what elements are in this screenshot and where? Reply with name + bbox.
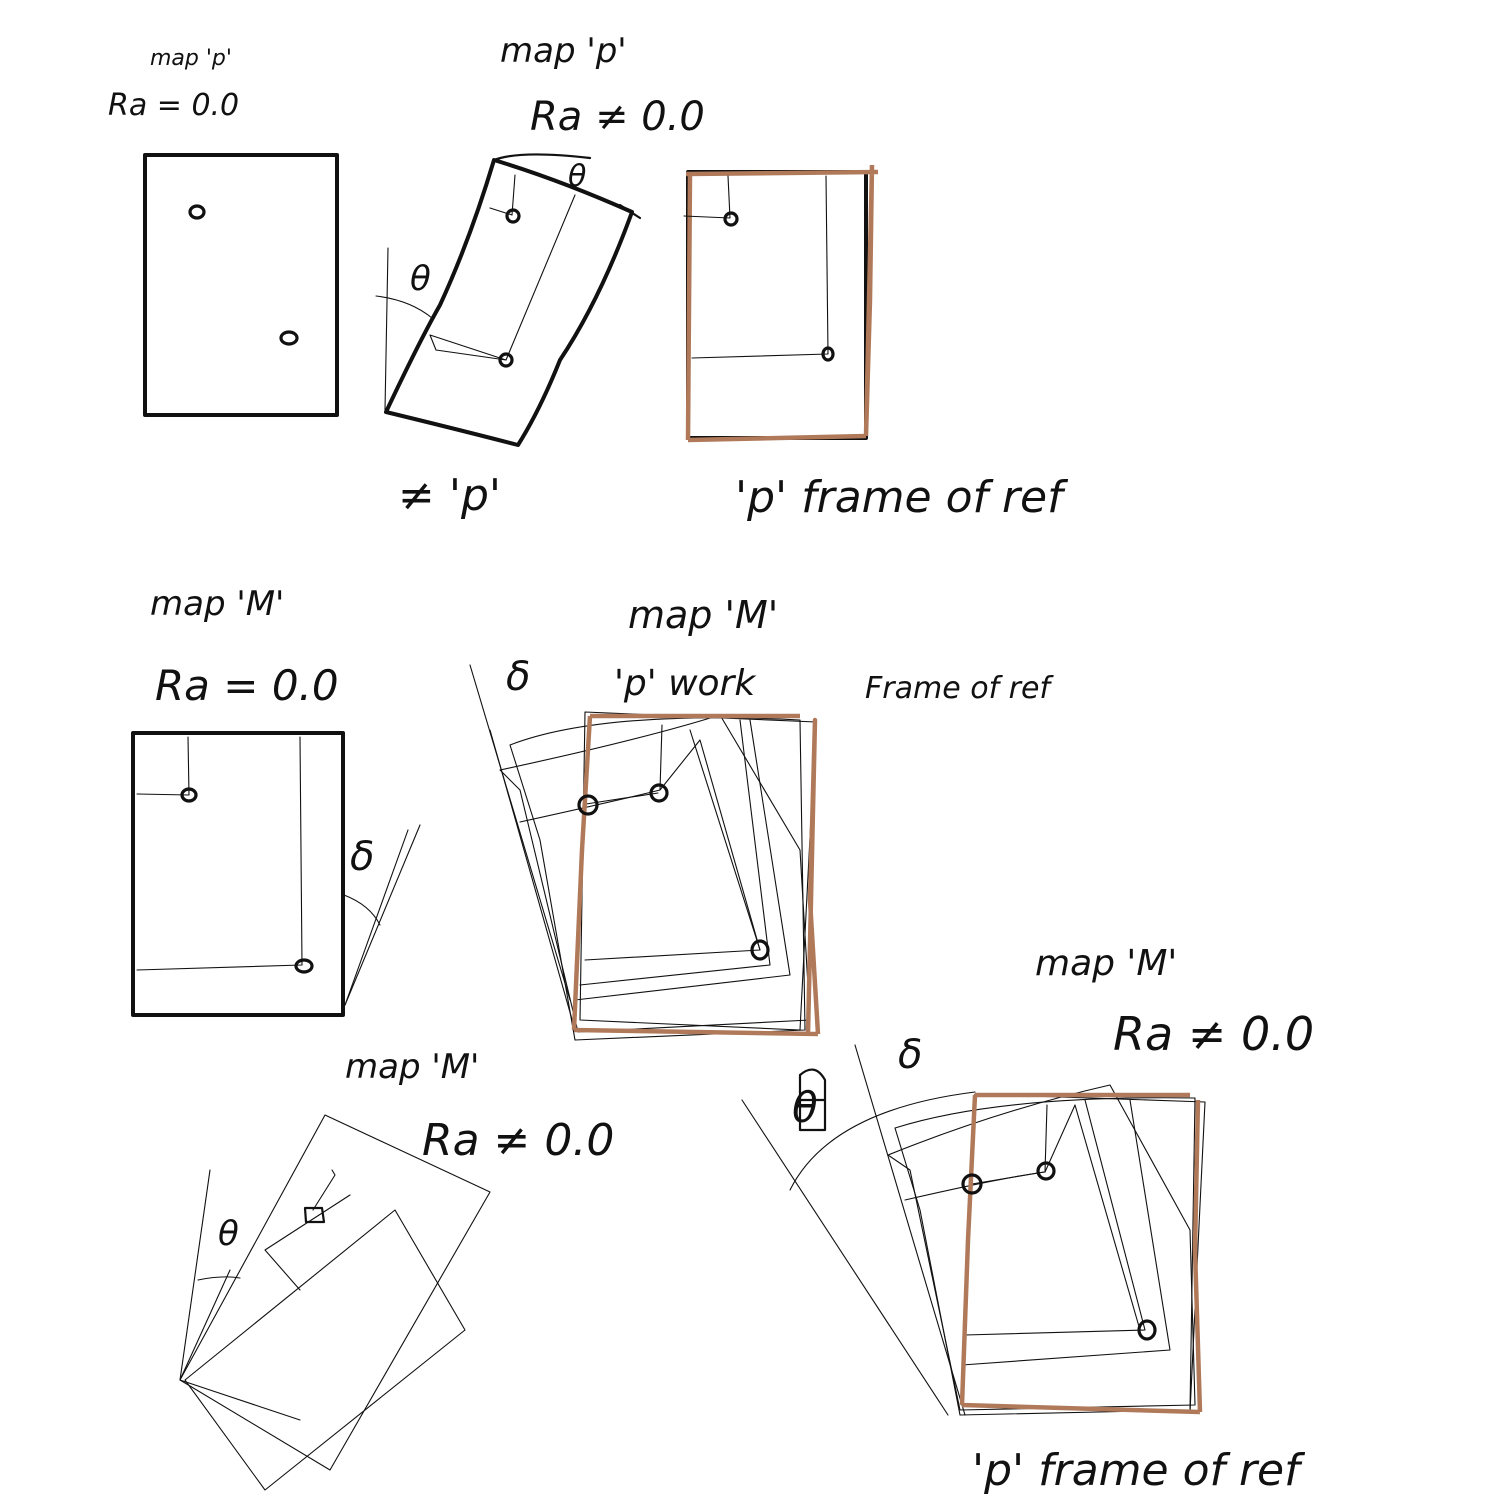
- caption-not-p: ≠ 'p': [398, 470, 501, 521]
- map-m-line-1: [137, 737, 189, 795]
- m4-inner-cross-4: [972, 1105, 1047, 1184]
- m2-angle-line-1: [470, 665, 570, 1000]
- m3-inner-line-1: [265, 1195, 350, 1290]
- map-m-point-b: [296, 960, 312, 972]
- caption-p-frame-of-ref-2: 'p' frame of ref: [972, 1445, 1306, 1496]
- p-reference-frame: [686, 165, 878, 440]
- m4-rotated-copy-3: [962, 1094, 1205, 1412]
- frame3-point-a: [725, 213, 737, 225]
- panel-map-m-and-p-work: map 'M' δ 'p' work Frame of ref: [470, 593, 1054, 1040]
- map-p-rect-1: [145, 155, 337, 415]
- label-ra-nonzero-m3: Ra ≠ 0.0: [422, 1115, 614, 1166]
- m4-angle-arc: [790, 1092, 975, 1190]
- m3-inner-line-2: [313, 1170, 335, 1210]
- angle-axis-horizontal: [376, 296, 432, 318]
- label-map-m-4: map 'M': [1035, 943, 1177, 984]
- label-theta-2: θ: [410, 259, 431, 299]
- map-m-rect-1: [133, 733, 343, 1015]
- label-delta-m1: δ: [350, 834, 374, 880]
- rotated-inner-line-3: [430, 335, 506, 360]
- label-map-p-1: map 'p': [150, 46, 232, 71]
- label-map-m-2: map 'M': [628, 593, 778, 637]
- panel-map-m-rotated: map 'M' Ra ≠ 0.0 θ: [180, 1047, 614, 1490]
- label-ra-zero-1: Ra = 0.0: [108, 88, 239, 123]
- label-map-m-3: map 'M': [345, 1047, 479, 1087]
- m4-angle-line-1: [742, 1100, 948, 1415]
- panel-map-m-frame-of-ref: map 'M' Ra ≠ 0.0 θ δ 'p' frame of ref: [742, 943, 1314, 1496]
- m2-inner-cross-2: [585, 730, 760, 960]
- panel-map-p-aligned: map 'p' Ra = 0.0: [108, 46, 337, 415]
- m4-angle-line-2: [855, 1045, 965, 1415]
- label-theta-m4: θ: [792, 1083, 818, 1132]
- m3-rotated-rect-3: [180, 1170, 300, 1420]
- label-p-work: 'p' work: [614, 663, 757, 704]
- angle-axis-vertical: [385, 248, 388, 410]
- panel-map-m-aligned: map 'M' Ra = 0.0 δ: [133, 584, 420, 1015]
- m3-angle-arc: [198, 1277, 240, 1280]
- panel-map-p-rotated: map 'p' Ra ≠ 0.0 θ θ ≠ 'p': [376, 31, 705, 521]
- label-ra-nonzero-m4: Ra ≠ 0.0: [1113, 1007, 1314, 1061]
- label-map-p-2: map 'p': [500, 31, 627, 71]
- m2-rotated-copy-2: [510, 718, 805, 1040]
- rotated-point-a: [507, 210, 519, 222]
- m4-inner-cross-1: [905, 1105, 1140, 1330]
- m2-angle-line-2: [490, 730, 575, 1030]
- m3-point-scribble: [305, 1208, 324, 1222]
- m4-reference-frame: [962, 1095, 1200, 1412]
- map-p-point-b: [281, 332, 297, 344]
- label-delta-m4: δ: [898, 1032, 922, 1078]
- map-p-point-a: [190, 206, 204, 218]
- map-p-black-rect-3: [688, 172, 866, 438]
- m2-rotated-copy-3: [580, 712, 816, 1030]
- m2-inner-cross-1: [520, 740, 760, 950]
- m4-inner-cross-2: [965, 1100, 1145, 1335]
- map-m-line-2: [137, 737, 302, 970]
- frame3-inner-line-2: [692, 176, 828, 358]
- caption-p-frame-of-ref-1: 'p' frame of ref: [735, 472, 1069, 523]
- m4-rotated-copy-1: [888, 1085, 1195, 1410]
- rotated-map-p-outline: [386, 160, 632, 445]
- label-frame-of-ref-m2: Frame of ref: [865, 671, 1054, 706]
- label-theta-top-2: θ: [568, 159, 586, 194]
- label-ra-nonzero-2: Ra ≠ 0.0: [530, 94, 705, 140]
- m2-point-b: [651, 785, 667, 801]
- label-map-m-1: map 'M': [150, 584, 284, 624]
- m4-rotated-copy-2: [895, 1098, 1195, 1415]
- m2-inner-cross-3: [580, 720, 770, 985]
- label-delta-m2: δ: [506, 654, 530, 700]
- panel-p-frame-of-ref: 'p' frame of ref: [684, 165, 1069, 523]
- label-ra-zero-m1: Ra = 0.0: [155, 661, 339, 710]
- map-m-angle-arc: [344, 895, 380, 925]
- m2-rotated-copy-1: [500, 715, 810, 1032]
- label-theta-m3: θ: [218, 1214, 239, 1254]
